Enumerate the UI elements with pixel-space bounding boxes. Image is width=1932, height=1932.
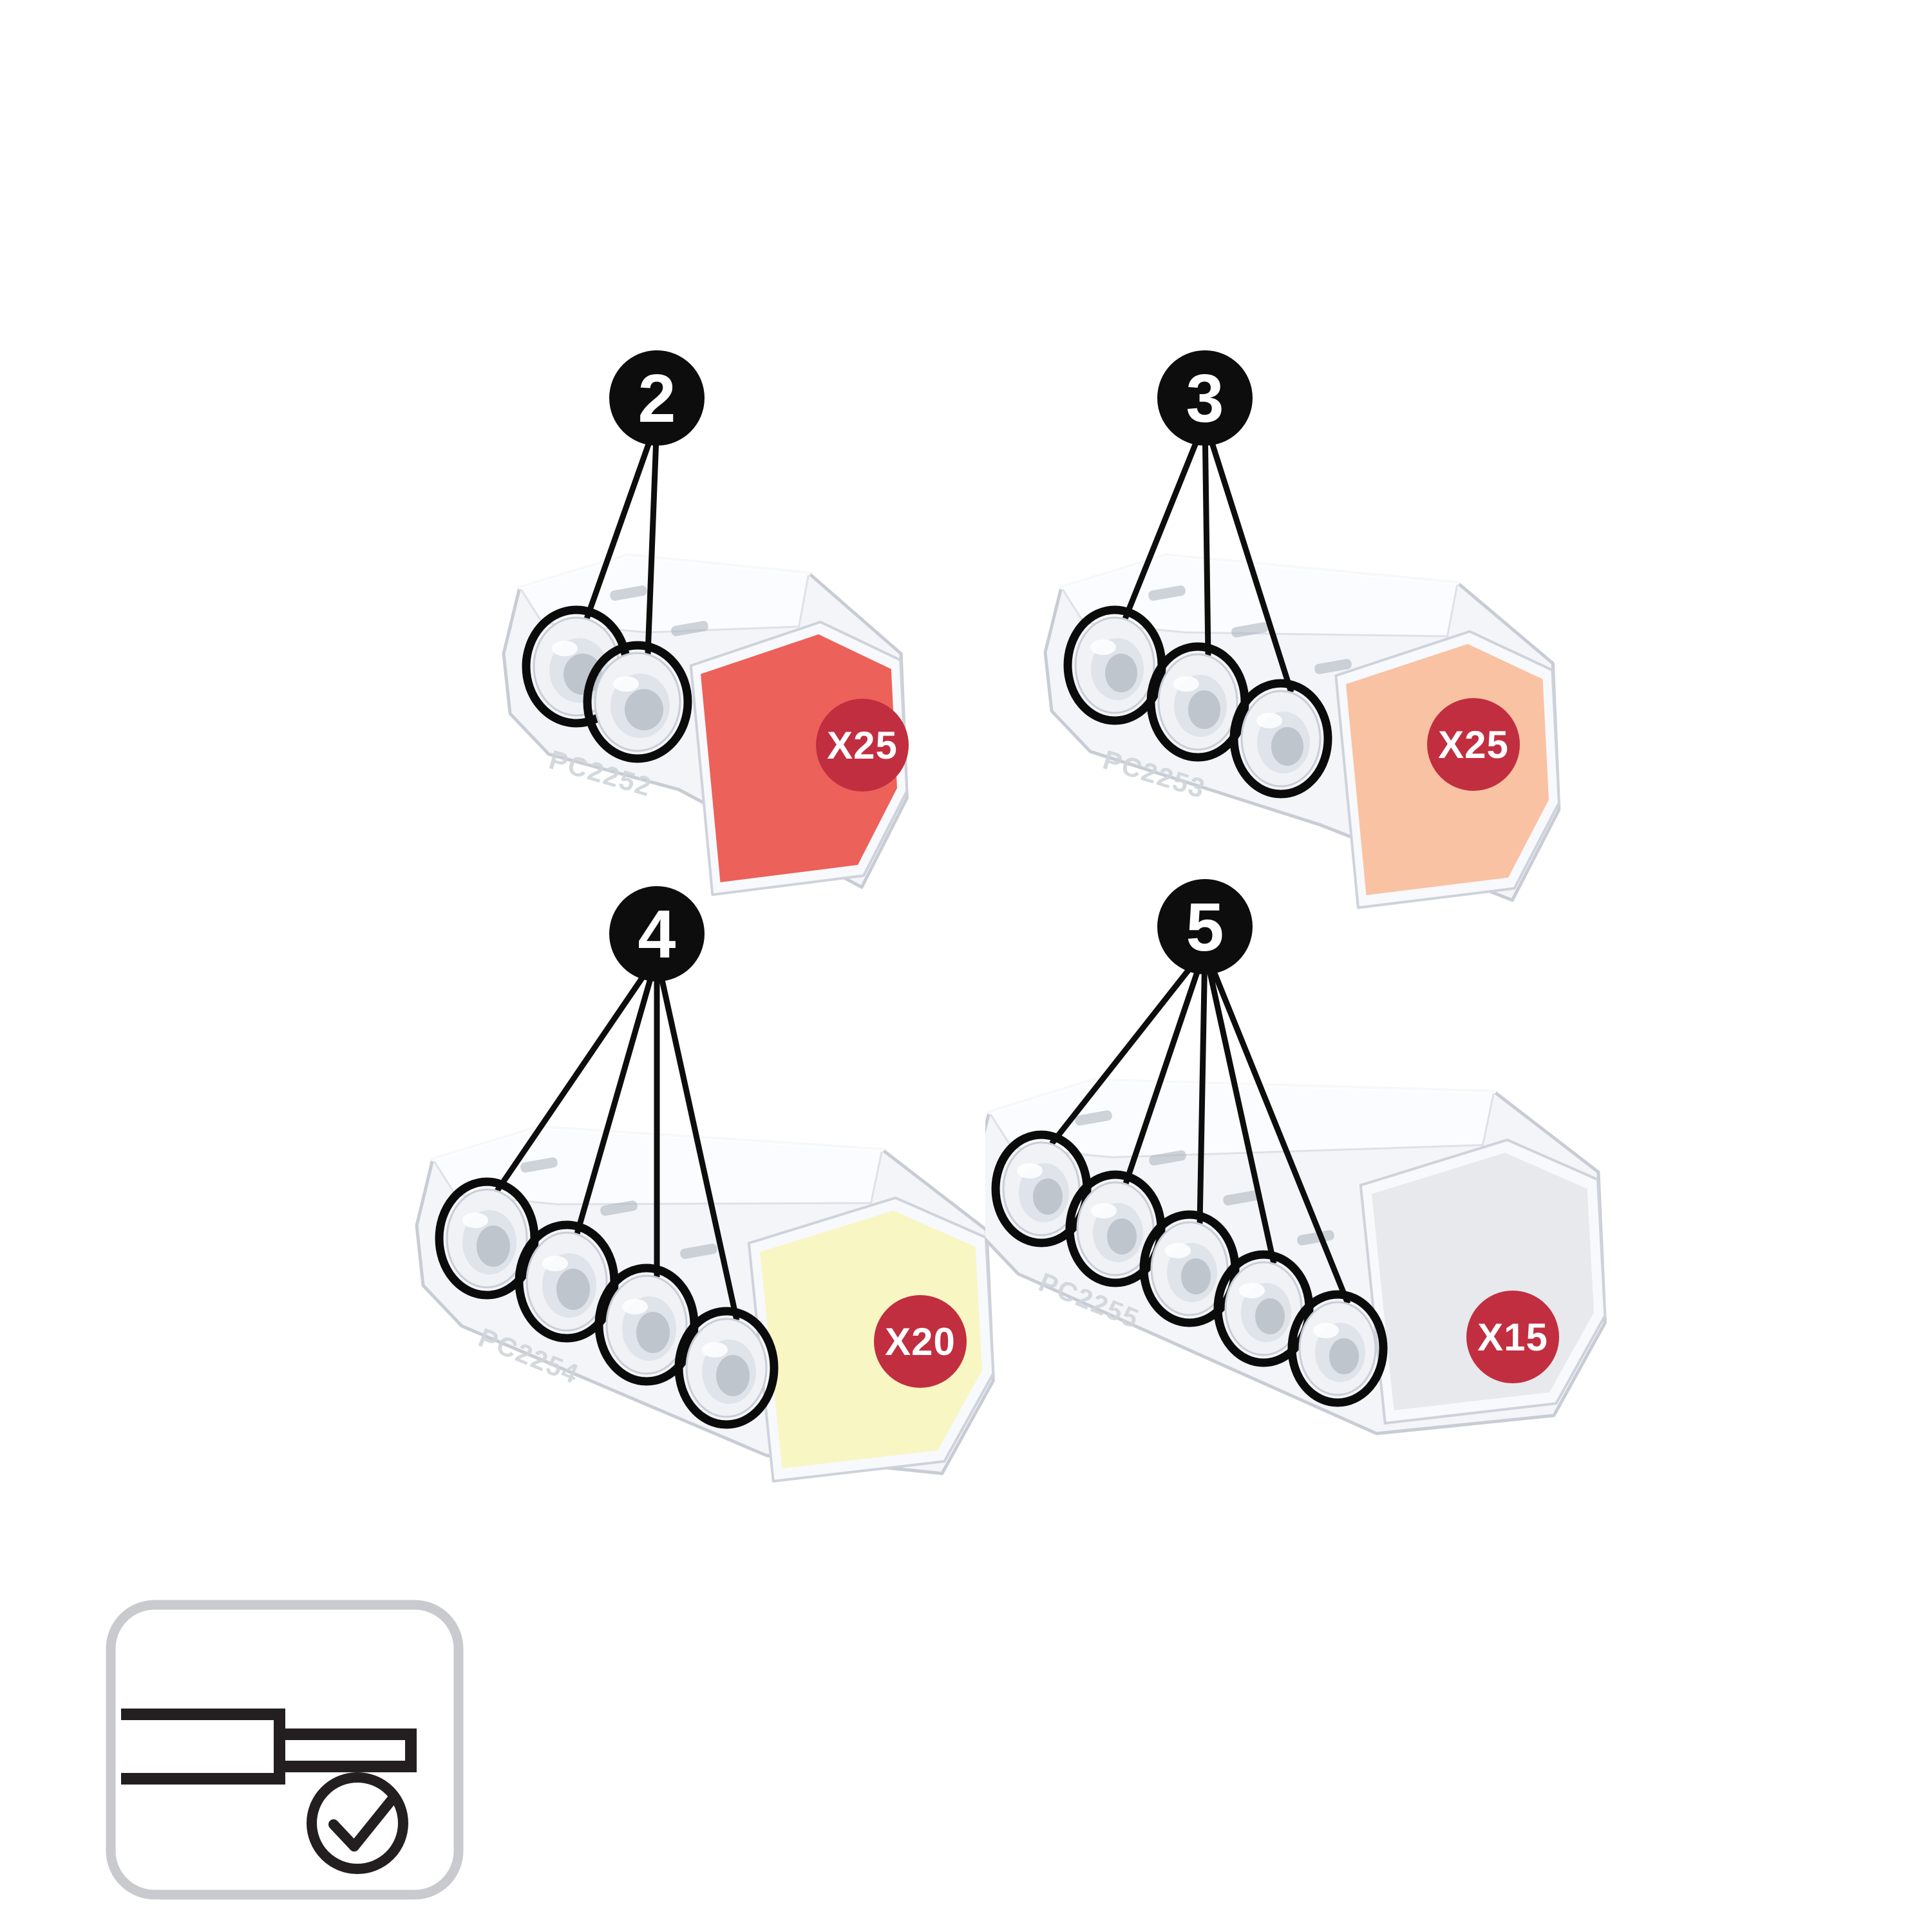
pack-count-circle: [1427, 698, 1520, 791]
callout-number-badge: 4: [609, 886, 705, 981]
callout-number: 3: [1186, 361, 1224, 437]
callout-circle: [1157, 350, 1253, 446]
pack-count-label: X20: [885, 1320, 956, 1363]
pack-count-circle: [816, 699, 909, 791]
pack-count-badge: X25: [1427, 698, 1520, 791]
pack-count-badge: X15: [1466, 1291, 1559, 1383]
connector-photo-3-port: PC2253: [1043, 419, 1561, 909]
pack-count-badge: X20: [874, 1295, 967, 1388]
callout-circle: [609, 886, 705, 981]
callout-circle: [609, 350, 705, 446]
connector-photo-2-port: PC2252: [502, 419, 909, 896]
connector-illustration-4-port: PC2254 4 X20: [415, 886, 995, 1482]
connector-photo-5-port: PC2255: [985, 947, 1607, 1435]
stripped-wire-icon: [106, 1600, 464, 1900]
pack-count-badge: X25: [816, 699, 909, 791]
callout-number: 5: [1186, 889, 1224, 965]
connector-panel-4-port: PC2254 4 X20: [412, 863, 1018, 1513]
connector-panel-2-port: PC2252 2 X25: [451, 335, 966, 902]
checkmark-icon: [328, 1795, 397, 1852]
pack-count-label: X15: [1477, 1316, 1548, 1359]
wire-stripped-conductor: [274, 1728, 417, 1772]
pack-count-circle: [874, 1295, 967, 1388]
callout-number-badge: 3: [1157, 350, 1253, 446]
connector-illustration-2-port: PC2252 2 X25: [502, 350, 909, 896]
callout-number: 4: [638, 896, 676, 972]
callout-circle: [1157, 879, 1253, 974]
connector-panel-5-port: PC2255 5 X15: [985, 863, 1636, 1481]
check-circle: [307, 1772, 408, 1874]
pack-count-label: X25: [1438, 723, 1509, 766]
callout-number-badge: 5: [1157, 879, 1253, 974]
callout-number-badge: 2: [609, 350, 705, 446]
pack-count-label: X25: [827, 724, 898, 767]
connector-illustration-3-port: PC2253 3 X25: [1043, 350, 1561, 909]
connector-panel-3-port: PC2253 3 X25: [1005, 335, 1597, 914]
connector-photo-4-port: PC2254: [415, 954, 995, 1482]
pack-count-circle: [1466, 1291, 1559, 1383]
callout-number: 2: [638, 361, 676, 437]
legend-icon-panel: [103, 1597, 477, 1919]
connector-illustration-5-port: PC2255 5 X15: [985, 879, 1607, 1435]
